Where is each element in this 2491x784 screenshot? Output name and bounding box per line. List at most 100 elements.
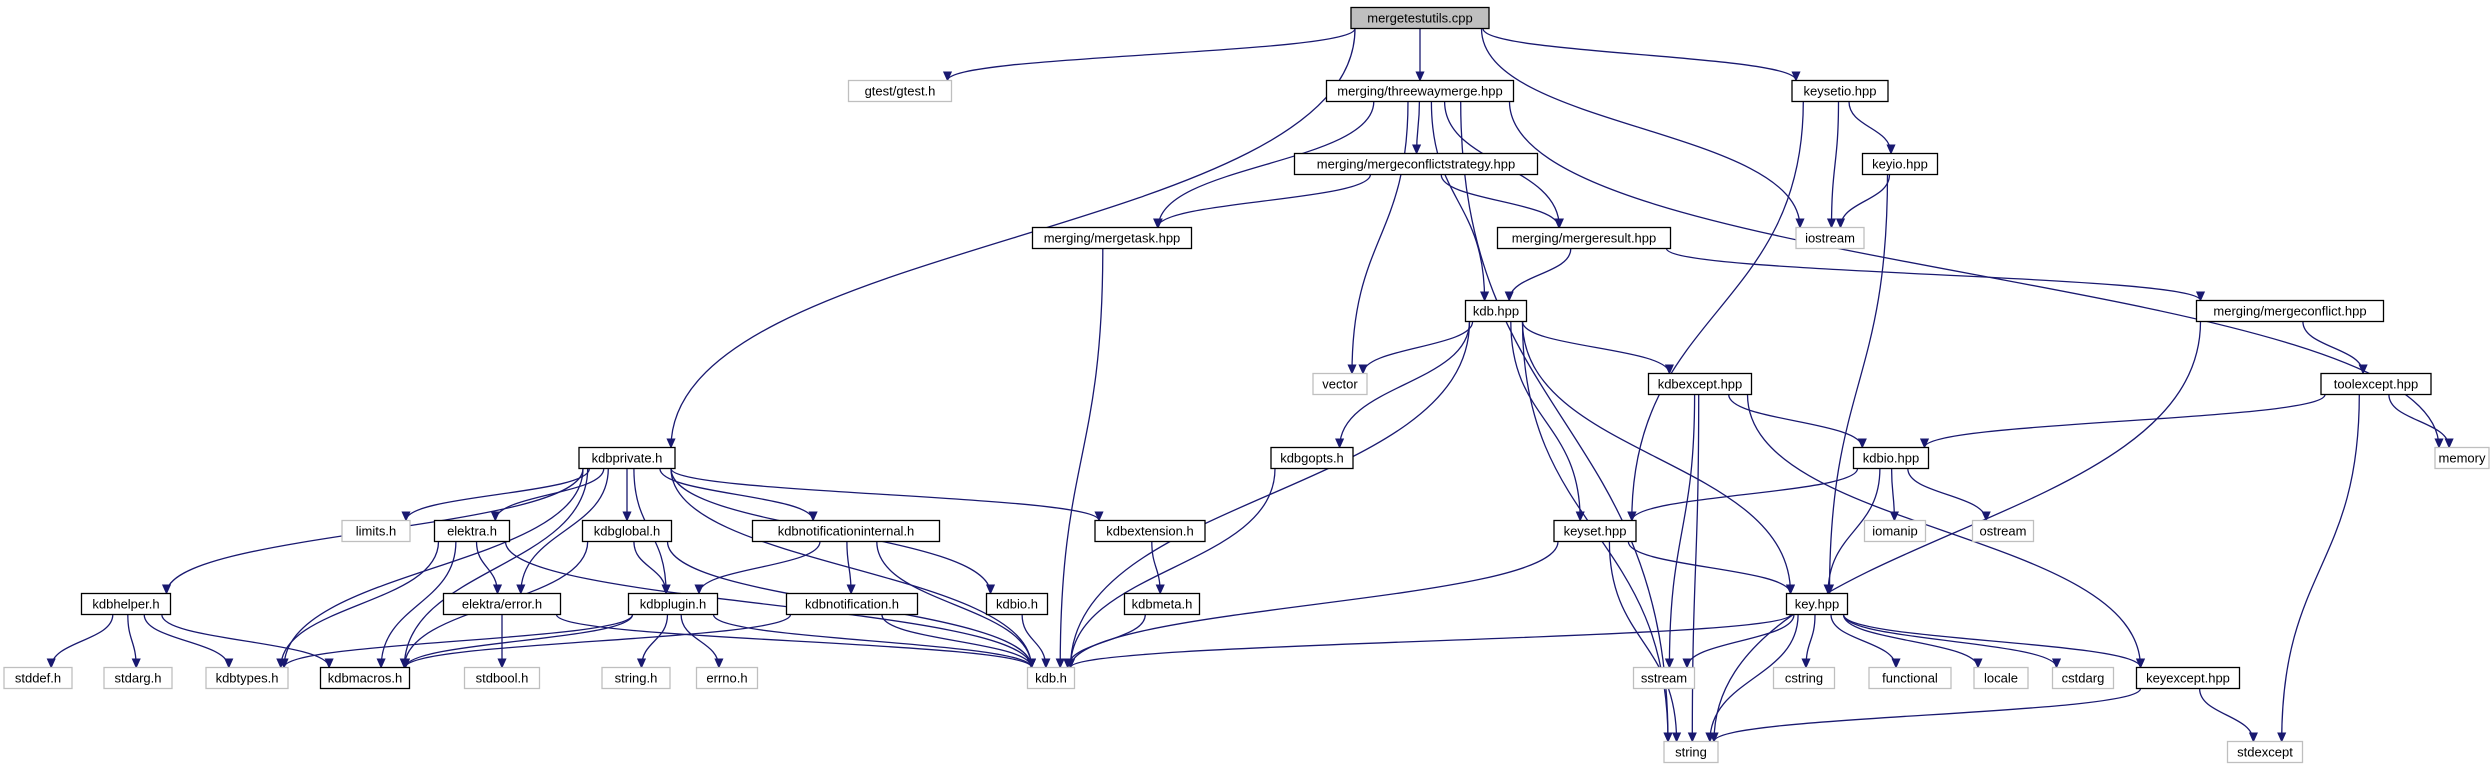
node-box (751, 519, 941, 543)
node-box (581, 519, 673, 543)
node-elektraerror[interactable]: elektra/error.h (442, 592, 562, 616)
node-box (1123, 592, 1201, 616)
node-kdbhelper[interactable]: kdbhelper.h (80, 592, 172, 616)
include-edge-elektrah-to-kdbh (504, 541, 1032, 668)
node-box (341, 519, 411, 543)
include-edge-keyexcept-to-stdexcept (2198, 688, 2254, 742)
node-kdbmeta[interactable]: kdbmeta.h (1123, 592, 1201, 616)
node-keysetio[interactable]: keysetio.hpp (1791, 79, 1889, 103)
node-box (1852, 446, 1930, 470)
node-label: keyexcept.hpp (2146, 671, 2230, 686)
node-box (1795, 226, 1865, 250)
node-box (2051, 666, 2115, 690)
node-mergetask[interactable]: merging/mergetask.hpp (1031, 226, 1193, 250)
node-gtest: gtest/gtest.h (847, 79, 953, 103)
node-label: elektra.h (447, 524, 497, 539)
node-box (2226, 740, 2304, 764)
include-edge-keyhpp-to-cstring (1806, 614, 1816, 668)
node-cstdarg: cstdarg (2051, 666, 2115, 690)
include-edge-toolexcept-to-stdexcept (2282, 394, 2360, 742)
include-edge-kdbhelper-to-stdarg (127, 614, 136, 668)
node-kdbiohpp[interactable]: kdbio.hpp (1852, 446, 1930, 470)
include-edge-kdbiohpp-to-iomanip (1892, 468, 1895, 521)
node-kdbnotifint[interactable]: kdbnotificationinternal.h (751, 519, 941, 543)
node-kdbioh[interactable]: kdbio.h (985, 592, 1049, 616)
include-edge-kdbprivate-to-kdbnotifint (659, 468, 813, 521)
node-kdbhpp[interactable]: kdb.hpp (1464, 299, 1528, 323)
node-label: keyio.hpp (1872, 157, 1928, 172)
node-kdbgopts[interactable]: kdbgopts.h (1270, 446, 1354, 470)
node-label: merging/mergetask.hpp (1044, 231, 1181, 246)
include-edge-kdbprivate-to-limits (406, 468, 591, 521)
node-stdexcept: stdexcept (2226, 740, 2304, 764)
node-kdbglobal[interactable]: kdbglobal.h (581, 519, 673, 543)
node-elektrah[interactable]: elektra.h (433, 519, 511, 543)
node-label: kdbplugin.h (640, 597, 707, 612)
include-edge-kdbioh-to-kdbh (1021, 614, 1046, 668)
node-box (1553, 519, 1637, 543)
node-mergeresult[interactable]: merging/mergeresult.hpp (1496, 226, 1672, 250)
include-edge-kdbhelper-to-stddef (51, 614, 114, 668)
node-box (1632, 666, 1696, 690)
node-mergeconflict[interactable]: merging/mergeconflict.hpp (2195, 299, 2385, 323)
include-edge-kdbexcept-to-kdbiohpp (1728, 394, 1863, 448)
include-edge-keyhpp-to-kdbh (1071, 613, 1792, 668)
node-kdbexcept[interactable]: kdbexcept.hpp (1647, 372, 1753, 396)
node-kdbprivate[interactable]: kdbprivate.h (578, 446, 676, 470)
node-kdbextension[interactable]: kdbextension.h (1094, 519, 1206, 543)
include-edge-threewaymerge-to-mergeconflictstrategy (1417, 101, 1420, 154)
node-errno: errno.h (695, 666, 759, 690)
include-edge-kdbhelper-to-kdbmacros (161, 614, 329, 668)
include-edge-elektrah-to-kdbtypes (281, 541, 440, 668)
node-toolexcept[interactable]: toolexcept.hpp (2320, 372, 2432, 396)
node-keyexcept[interactable]: keyexcept.hpp (2135, 666, 2241, 690)
node-kdbplugin[interactable]: kdbplugin.h (627, 592, 719, 616)
node-box (847, 79, 953, 103)
node-label: string.h (615, 671, 658, 686)
node-keyhpp[interactable]: key.hpp (1785, 592, 1849, 616)
node-keyio[interactable]: keyio.hpp (1861, 152, 1939, 176)
node-box (1863, 519, 1927, 543)
include-edge-kdbprivate-to-kdbextension (670, 467, 1099, 521)
node-kdbnotification[interactable]: kdbnotification.h (785, 592, 919, 616)
node-label: kdbhelper.h (92, 597, 159, 612)
include-edge-keyhpp-to-functional (1830, 614, 1896, 668)
include-edge-kdbhpp-to-vector (1363, 321, 1474, 374)
include-edge-threewaymerge-to-string (1460, 101, 1668, 742)
include-edge-kdbprivate-to-kdbmacros (404, 468, 589, 668)
include-edge-mergetestutils-to-iostream (1480, 28, 1801, 228)
include-edge-keyhpp-to-locale (1842, 614, 1979, 668)
include-edge-mergeconflict-to-string (1714, 321, 2202, 742)
node-box (578, 446, 676, 470)
node-threewaymerge[interactable]: merging/threewaymerge.hpp (1325, 79, 1515, 103)
node-label: stdbool.h (476, 671, 529, 686)
node-label: string (1675, 745, 1707, 760)
include-edge-mergeconflictstrategy-to-mergeresult (1440, 174, 1559, 228)
include-edge-mergeconflictstrategy-to-mergetask (1158, 174, 1372, 228)
node-label: toolexcept.hpp (2334, 377, 2419, 392)
node-label: sstream (1641, 671, 1687, 686)
node-label: kdbmeta.h (1132, 597, 1193, 612)
node-label: vector (1322, 377, 1358, 392)
include-edge-kdbhpp-to-keyhpp (1521, 321, 1791, 594)
include-edge-elektraerror-to-kdbh (555, 613, 1032, 668)
include-edge-keysethpp-to-string (1608, 541, 1676, 742)
node-iomanip: iomanip (1863, 519, 1927, 543)
include-edge-mergeresult-to-kdbhpp (1509, 248, 1572, 301)
node-label: kdbprivate.h (592, 451, 663, 466)
node-keysethpp[interactable]: keyset.hpp (1553, 519, 1637, 543)
include-edge-kdbplugin-to-kdbmacros (406, 614, 634, 668)
node-mergeconflictstrategy[interactable]: merging/mergeconflictstrategy.hpp (1293, 152, 1539, 176)
node-label: kdbextension.h (1106, 524, 1193, 539)
node-box (1325, 79, 1515, 103)
node-box (1971, 519, 2035, 543)
node-box (1496, 226, 1672, 250)
node-label: kdb.hpp (1473, 304, 1519, 319)
node-box (785, 592, 919, 616)
include-edge-kdbgopts-to-kdbh (1071, 468, 1276, 668)
include-edge-keyio-to-iostream (1841, 174, 1891, 228)
node-kdbmacros[interactable]: kdbmacros.h (319, 666, 411, 690)
node-box (1312, 372, 1368, 396)
include-edge-kdbextension-to-kdbmeta (1151, 541, 1160, 594)
node-box (985, 592, 1049, 616)
